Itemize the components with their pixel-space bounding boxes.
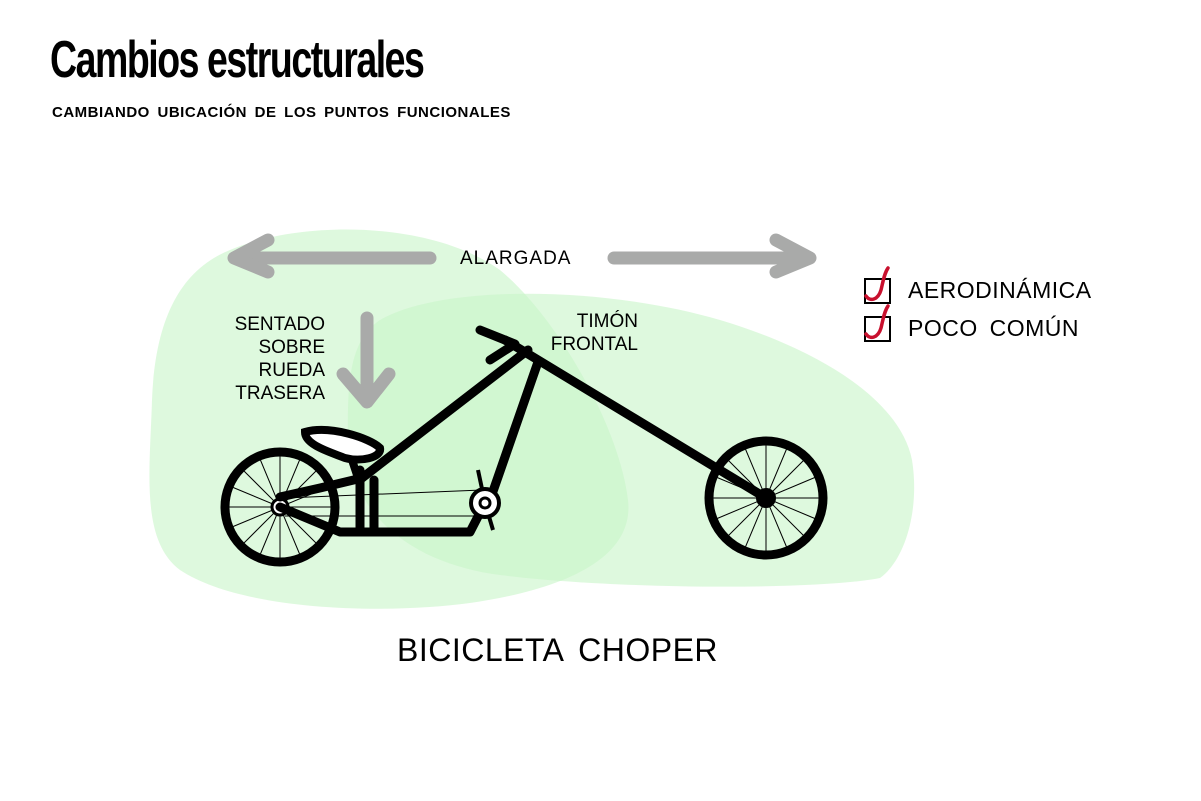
seat-annotation-line: SOBRE (258, 337, 325, 358)
seat-annotation-line: RUEDA (258, 360, 325, 381)
arrow-down (336, 311, 396, 409)
checklist-item: POCO COMÚN (864, 303, 1079, 342)
handlebar-annotation-line: FRONTAL (550, 334, 638, 355)
check-icon (864, 303, 890, 339)
bicycle-caption: BICICLETA CHOPER (397, 632, 719, 668)
handlebar-annotation-line: TIMÓN (576, 311, 638, 332)
seat-annotation: SENTADO SOBRE RUEDA TRASERA (180, 313, 325, 405)
seat-annotation-line: SENTADO (234, 314, 325, 335)
page-title: Cambios estructurales (50, 31, 425, 89)
frame (275, 325, 771, 537)
check-icon (864, 265, 890, 301)
length-annotation: ALARGADA (460, 248, 572, 269)
crank (469, 469, 501, 531)
seat-annotation-line: TRASERA (235, 383, 325, 404)
checklist-label: AERODINÁMICA (908, 277, 1092, 303)
seat-post (348, 458, 362, 480)
arrow-left (227, 233, 437, 279)
chopper-bicycle-illustration (220, 325, 828, 567)
seat (300, 426, 384, 464)
page-subtitle: CAMBIANDO UBICACIÓN DE LOS PUNTOS FUNCIO… (52, 104, 511, 121)
handlebar-annotation: TIMÓN FRONTAL (520, 310, 638, 356)
checkbox-checked (864, 265, 891, 304)
arrow-right (607, 233, 817, 279)
checklist-label: POCO COMÚN (908, 315, 1079, 341)
checklist-item: AERODINÁMICA (864, 265, 1092, 304)
chain (284, 489, 483, 517)
checkbox-checked (864, 303, 891, 342)
